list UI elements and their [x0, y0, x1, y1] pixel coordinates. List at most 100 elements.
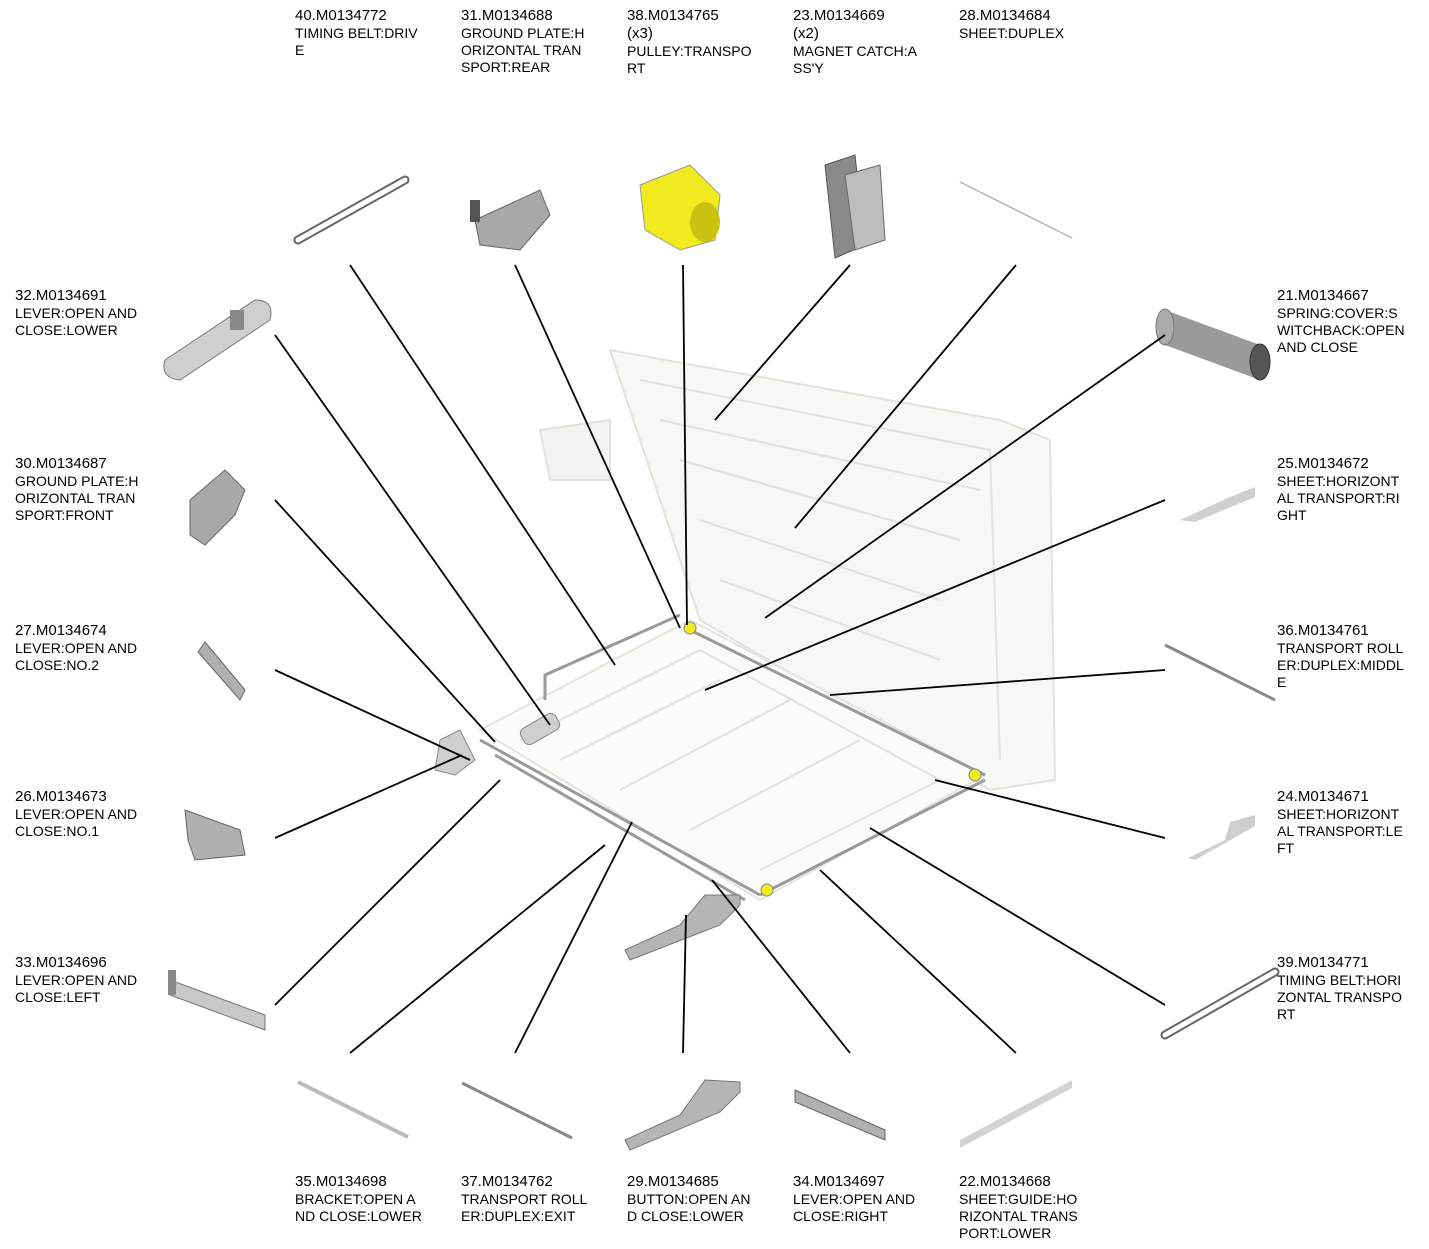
- leader-line: [274, 754, 463, 839]
- leader-line: [794, 264, 1017, 529]
- part-description: SHEET:DUPLEX: [959, 25, 1065, 41]
- part-description: PULLEY:TRANSPO RT: [627, 43, 752, 76]
- leader-line: [682, 914, 687, 1054]
- pulley-yellow-icon: [639, 164, 721, 251]
- part-number: 35.M0134698: [295, 1173, 387, 1190]
- leader-line: [274, 779, 501, 1006]
- roller-middle-icon: [1164, 643, 1276, 702]
- part-description: LEVER:OPEN AND CLOSE:LEFT: [15, 972, 138, 1005]
- part-label-38: 38.M0134765 (x3) PULLEY:TRANSPO RT: [627, 6, 752, 77]
- part-description: LEVER:OPEN AND CLOSE:NO.2: [15, 640, 138, 673]
- part-quantity: (x2): [793, 25, 819, 42]
- timing-belt-horizontal-icon: [1160, 967, 1280, 1040]
- leader-line: [819, 869, 1017, 1054]
- assembly-illustration: [477, 348, 1057, 902]
- leader-line: [349, 844, 606, 1054]
- part-label-28: 28.M0134684 SHEET:DUPLEX: [959, 6, 1064, 42]
- part-label-36: 36.M0134761 TRANSPORT ROLL ER:DUPLEX:MID…: [1277, 621, 1404, 691]
- leader-line: [514, 821, 633, 1054]
- part-number: 39.M0134771: [1277, 954, 1369, 971]
- part-quantity: (x3): [627, 25, 653, 42]
- sheet-duplex-icon: [959, 181, 1073, 239]
- lever-left-icon: [168, 970, 266, 1031]
- leader-line: [682, 264, 688, 626]
- part-description: MAGNET CATCH:A SS'Y: [793, 43, 917, 76]
- sheet-guide-lower-icon: [960, 1080, 1072, 1148]
- part-label-21: 21.M0134667 SPRING:COVER:S WITCHBACK:OPE…: [1277, 286, 1405, 356]
- part-description: TRANSPORT ROLL ER:DUPLEX:EXIT: [461, 1191, 588, 1224]
- lever-lower-icon: [163, 299, 272, 381]
- part-description: LEVER:OPEN AND CLOSE:NO.1: [15, 806, 138, 839]
- leader-line: [714, 264, 851, 421]
- button-lower-icon: [624, 1079, 741, 1151]
- lever-no1-icon: [184, 809, 246, 861]
- roller-exit-icon: [461, 1081, 573, 1140]
- part-description: TIMING BELT:DRIV E: [295, 25, 418, 58]
- part-number: 26.M0134673: [15, 788, 107, 805]
- part-number: 25.M0134672: [1277, 455, 1369, 472]
- part-label-30: 30.M0134687 GROUND PLATE:H ORIZONTAL TRA…: [15, 454, 138, 524]
- part-description: LEVER:OPEN AND CLOSE:LOWER: [15, 305, 138, 338]
- part-number: 21.M0134667: [1277, 287, 1369, 304]
- part-label-29: 29.M0134685 BUTTON:OPEN AN D CLOSE:LOWER: [627, 1172, 750, 1225]
- leader-line: [829, 669, 1166, 696]
- part-label-24: 24.M0134671 SHEET:HORIZONT AL TRANSPORT:…: [1277, 787, 1403, 857]
- part-description: LEVER:OPEN AND CLOSE:RIGHT: [793, 1191, 916, 1224]
- leader-line: [934, 779, 1166, 839]
- part-number: 28.M0134684: [959, 7, 1051, 24]
- part-label-37: 37.M0134762 TRANSPORT ROLL ER:DUPLEX:EXI…: [461, 1172, 587, 1225]
- part-description: BRACKET:OPEN A ND CLOSE:LOWER: [295, 1191, 422, 1224]
- part-number: 27.M0134674: [15, 622, 107, 639]
- leader-line: [274, 334, 551, 726]
- magnet-catch-icon: [824, 154, 886, 259]
- part-label-23: 23.M0134669 (x2) MAGNET CATCH:A SS'Y: [793, 6, 917, 77]
- part-number: 36.M0134761: [1277, 622, 1369, 639]
- part-number: 37.M0134762: [461, 1173, 553, 1190]
- lever-no2-icon: [197, 641, 246, 701]
- part-label-33: 33.M0134696 LEVER:OPEN AND CLOSE:LEFT: [15, 953, 137, 1006]
- ground-plate-front-icon: [189, 469, 246, 546]
- lever-right-icon: [794, 1089, 886, 1141]
- part-label-22: 22.M0134668 SHEET:GUIDE:HO RIZONTAL TRAN…: [959, 1172, 1078, 1242]
- part-label-39: 39.M0134771 TIMING BELT:HORI ZONTAL TRAN…: [1277, 953, 1402, 1023]
- leader-line: [514, 264, 681, 629]
- part-number: 31.M0134688: [461, 7, 553, 24]
- leader-line: [704, 499, 1166, 691]
- part-label-40: 40.M0134772 TIMING BELT:DRIV E: [295, 6, 418, 59]
- part-number: 38.M0134765: [627, 7, 719, 24]
- part-number: 22.M0134668: [959, 1173, 1051, 1190]
- part-number: 33.M0134696: [15, 954, 107, 971]
- ground-plate-rear-icon: [470, 189, 551, 251]
- part-label-34: 34.M0134697 LEVER:OPEN AND CLOSE:RIGHT: [793, 1172, 915, 1225]
- part-label-27: 27.M0134674 LEVER:OPEN AND CLOSE:NO.2: [15, 621, 137, 674]
- bracket-lower-icon: [297, 1080, 409, 1139]
- part-description: BUTTON:OPEN AN D CLOSE:LOWER: [627, 1191, 751, 1224]
- part-label-32: 32.M0134691 LEVER:OPEN AND CLOSE:LOWER: [15, 286, 137, 339]
- part-description: TRANSPORT ROLL ER:DUPLEX:MIDDL E: [1277, 640, 1404, 690]
- part-number: 32.M0134691: [15, 287, 107, 304]
- assembly-button-icon: [624, 894, 741, 961]
- part-number: 34.M0134697: [793, 1173, 885, 1190]
- timing-belt-drive-icon: [293, 175, 410, 245]
- part-number: 30.M0134687: [15, 455, 107, 472]
- part-description: SHEET:HORIZONT AL TRANSPORT:LE FT: [1277, 806, 1403, 856]
- part-description: SHEET:HORIZONT AL TRANSPORT:RI GHT: [1277, 473, 1400, 523]
- part-description: SPRING:COVER:S WITCHBACK:OPEN AND CLOSE: [1277, 305, 1405, 355]
- part-description: GROUND PLATE:H ORIZONTAL TRAN SPORT:FRON…: [15, 473, 139, 523]
- part-label-35: 35.M0134698 BRACKET:OPEN A ND CLOSE:LOWE…: [295, 1172, 422, 1225]
- part-description: TIMING BELT:HORI ZONTAL TRANSPO RT: [1277, 972, 1402, 1022]
- part-number: 29.M0134685: [627, 1173, 719, 1190]
- part-number: 24.M0134671: [1277, 788, 1369, 805]
- leader-lines: [274, 264, 1166, 1054]
- leader-line: [764, 334, 1166, 619]
- spring-cylinder-icon: [1155, 308, 1271, 381]
- leader-line: [869, 827, 1166, 1006]
- assembly-rails: [479, 613, 986, 902]
- leader-line: [274, 499, 496, 743]
- leader-line: [349, 264, 616, 666]
- part-label-26: 26.M0134673 LEVER:OPEN AND CLOSE:NO.1: [15, 787, 137, 840]
- part-number: 40.M0134772: [295, 7, 387, 24]
- sheet-left-icon: [1188, 815, 1255, 860]
